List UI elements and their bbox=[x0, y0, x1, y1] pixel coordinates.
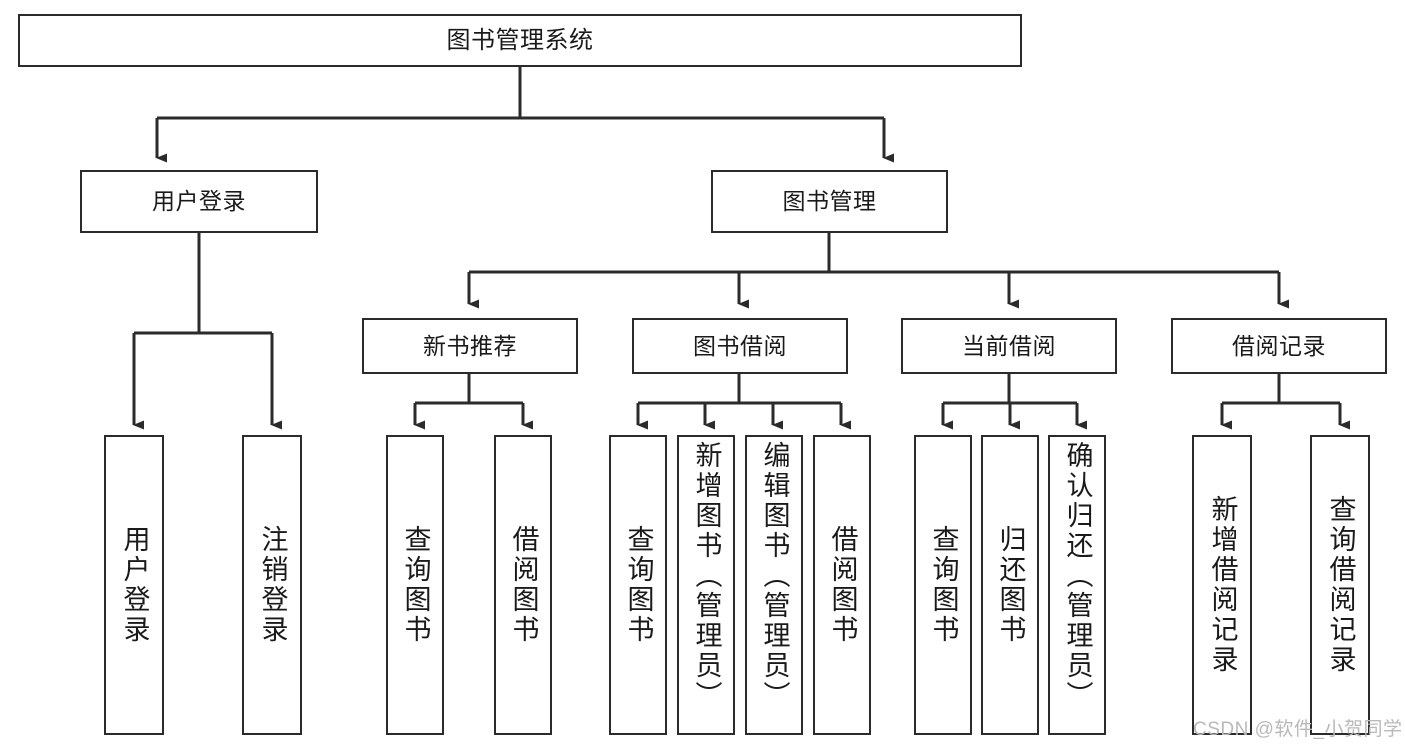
node-leaf-query-books-2[interactable]: 查询图书 bbox=[609, 435, 667, 735]
node-leaf-edit-book-admin-label: 编辑图书（管理员） bbox=[759, 441, 790, 711]
node-leaf-query-books-1[interactable]: 查询图书 bbox=[386, 435, 444, 735]
csdn-watermark: CSDN @软件_小贺同学 bbox=[1193, 719, 1403, 740]
node-leaf-user-login-label: 用户登录 bbox=[119, 525, 150, 645]
node-leaf-return-books[interactable]: 归还图书 bbox=[981, 435, 1039, 735]
node-book-management-label: 图书管理 bbox=[782, 188, 877, 215]
node-user-login[interactable]: 用户登录 bbox=[80, 170, 318, 233]
node-leaf-borrow-books-1[interactable]: 借阅图书 bbox=[494, 435, 552, 735]
node-leaf-add-book-admin-label: 新增图书（管理员） bbox=[691, 441, 722, 711]
node-leaf-confirm-return-admin[interactable]: 确认归还（管理员） bbox=[1048, 435, 1106, 735]
node-leaf-add-book-admin[interactable]: 新增图书（管理员） bbox=[677, 435, 735, 735]
node-leaf-return-books-label: 归还图书 bbox=[995, 525, 1026, 645]
node-leaf-borrow-books-2[interactable]: 借阅图书 bbox=[813, 435, 871, 735]
node-borrow-records[interactable]: 借阅记录 bbox=[1171, 318, 1387, 374]
node-user-login-label: 用户登录 bbox=[152, 188, 246, 215]
node-new-book-recommend[interactable]: 新书推荐 bbox=[362, 318, 578, 374]
node-current-borrow[interactable]: 当前借阅 bbox=[901, 318, 1117, 374]
node-leaf-add-borrow-record-label: 新增借阅记录 bbox=[1207, 495, 1238, 675]
node-leaf-edit-book-admin[interactable]: 编辑图书（管理员） bbox=[745, 435, 803, 735]
node-leaf-query-borrow-record[interactable]: 查询借阅记录 bbox=[1310, 435, 1370, 735]
node-current-borrow-label: 当前借阅 bbox=[962, 332, 1056, 359]
node-leaf-query-books-3-label: 查询图书 bbox=[928, 525, 959, 645]
node-leaf-logout-label: 注销登录 bbox=[257, 525, 288, 645]
node-book-management[interactable]: 图书管理 bbox=[711, 170, 948, 233]
node-book-borrow[interactable]: 图书借阅 bbox=[632, 318, 848, 374]
node-new-book-recommend-label: 新书推荐 bbox=[423, 332, 517, 359]
node-leaf-query-books-2-label: 查询图书 bbox=[623, 525, 654, 645]
node-leaf-confirm-return-admin-label: 确认归还（管理员） bbox=[1062, 441, 1093, 711]
node-leaf-borrow-books-1-label: 借阅图书 bbox=[508, 525, 539, 645]
node-borrow-records-label: 借阅记录 bbox=[1232, 332, 1326, 359]
node-leaf-logout[interactable]: 注销登录 bbox=[242, 435, 302, 735]
node-leaf-query-books-3[interactable]: 查询图书 bbox=[914, 435, 972, 735]
node-leaf-add-borrow-record[interactable]: 新增借阅记录 bbox=[1192, 435, 1252, 735]
node-leaf-borrow-books-2-label: 借阅图书 bbox=[827, 525, 858, 645]
node-leaf-user-login[interactable]: 用户登录 bbox=[104, 435, 164, 735]
node-root[interactable]: 图书管理系统 bbox=[18, 14, 1022, 67]
node-leaf-query-books-1-label: 查询图书 bbox=[400, 525, 431, 645]
node-root-label: 图书管理系统 bbox=[446, 26, 594, 54]
node-book-borrow-label: 图书借阅 bbox=[693, 332, 787, 359]
node-leaf-query-borrow-record-label: 查询借阅记录 bbox=[1325, 495, 1356, 675]
